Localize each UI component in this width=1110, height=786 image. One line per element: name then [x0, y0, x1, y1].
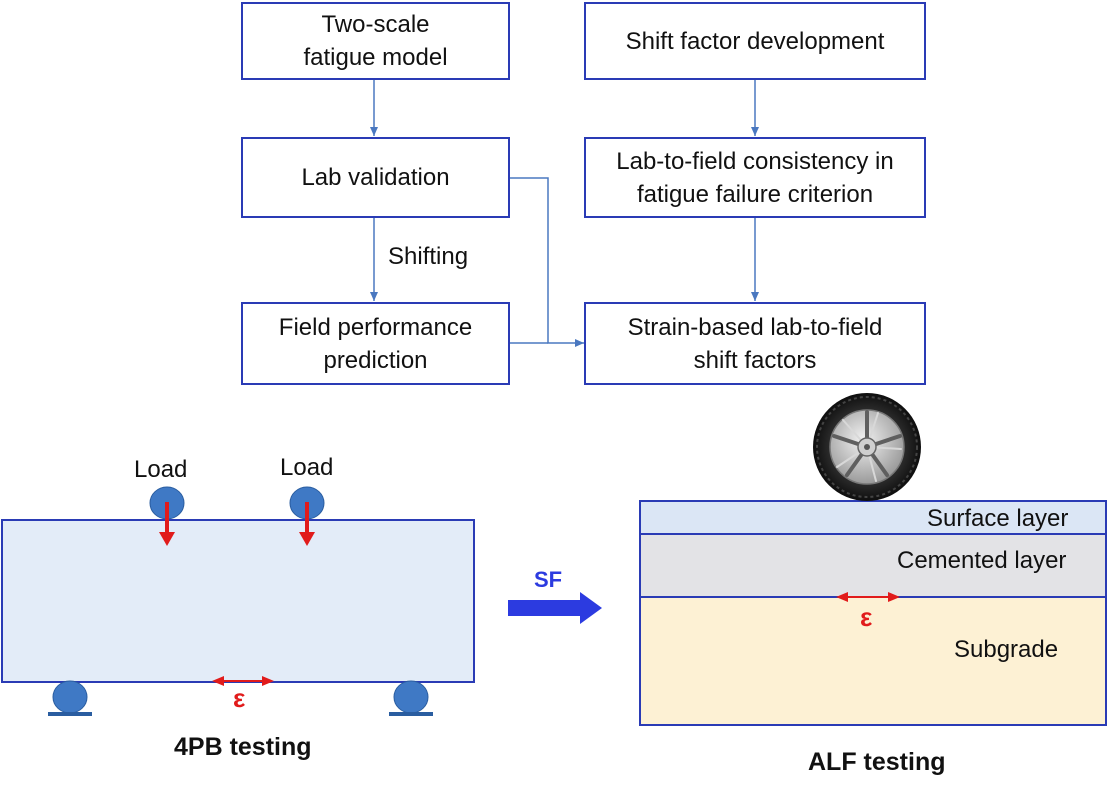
load-arrow-right: [299, 502, 315, 546]
box4-text: Shift factor development: [625, 27, 885, 55]
load-label-left: Load: [134, 456, 188, 483]
beam-specimen: [1, 519, 475, 683]
two-scale-fatigue-model-box: Two-scale fatigue model: [241, 2, 510, 80]
load-arrow-left: [159, 502, 175, 546]
sf-label: SF: [534, 567, 563, 592]
shift-factor-development-box: Shift factor development: [584, 2, 926, 80]
support-right: [389, 680, 433, 716]
box6-text: Strain-based lab-to-field shift factors: [627, 313, 883, 374]
box3-text: Field performance prediction: [278, 313, 473, 374]
strain-symbol-pavement: ε: [860, 602, 873, 632]
cemented-layer: [639, 533, 1107, 598]
alf-testing-caption: ALF testing: [808, 748, 946, 776]
lab-validation-box: Lab validation: [241, 137, 510, 218]
lab-to-field-consistency-box: Lab-to-field consistency in fatigue fail…: [584, 137, 926, 218]
4pb-testing-caption: 4PB testing: [174, 733, 312, 761]
box1-text: Two-scale fatigue model: [303, 11, 448, 71]
field-performance-prediction-box: Field performance prediction: [241, 302, 510, 385]
strain-based-shift-factors-box: Strain-based lab-to-field shift factors: [584, 302, 926, 385]
box5-text: Lab-to-field consistency in fatigue fail…: [616, 147, 894, 208]
strain-arrow-pavement: [836, 592, 900, 602]
load-label-right: Load: [280, 454, 334, 481]
connector-box2-box6: [510, 177, 584, 347]
box2-text: Lab validation: [301, 164, 450, 191]
support-left: [48, 680, 92, 716]
sf-arrow: [508, 592, 602, 624]
subgrade-label: Subgrade: [954, 636, 1059, 663]
strain-symbol-beam: ε: [233, 683, 246, 713]
surface-layer: [639, 500, 1107, 535]
surface-layer-label: Surface layer: [927, 505, 1069, 532]
wheel-icon: [813, 393, 921, 501]
shifting-label: Shifting: [388, 243, 469, 270]
cemented-layer-label: Cemented layer: [897, 547, 1067, 574]
strain-arrow-beam: [212, 676, 274, 686]
